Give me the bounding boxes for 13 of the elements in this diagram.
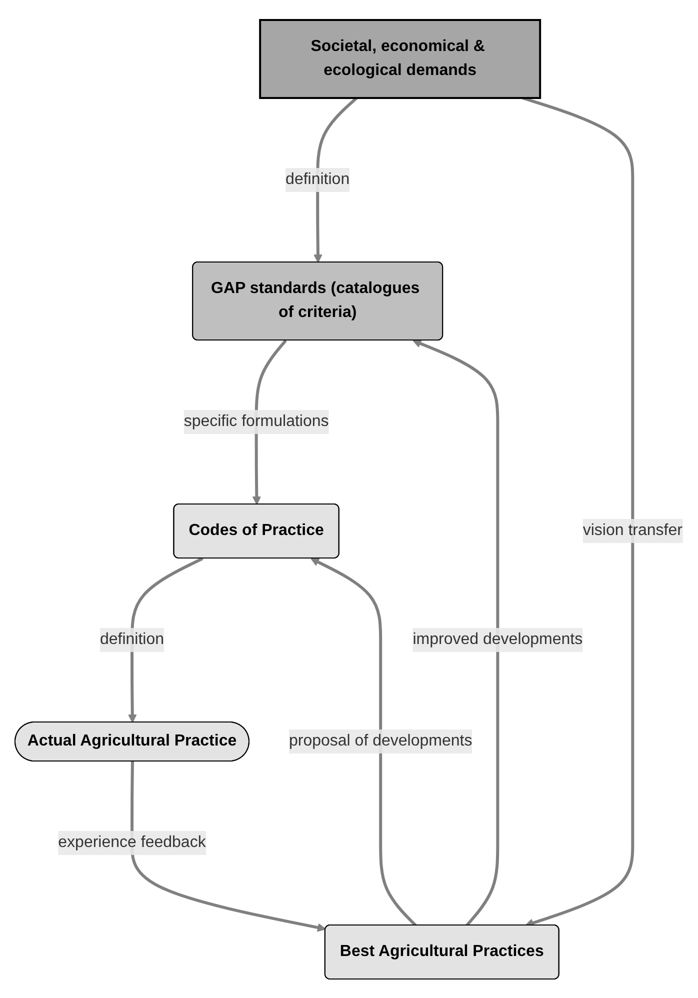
- arrow: [130, 760, 326, 932]
- edge-label: definition: [286, 170, 350, 188]
- edge-label: improved developments: [413, 630, 583, 648]
- arrow: [412, 338, 500, 926]
- node-box: Societal, economical & ecological demands: [259, 18, 542, 98]
- arrow: [128, 556, 204, 722]
- edge-label: definition: [100, 630, 164, 648]
- arrow: [314, 96, 358, 262]
- edge-label: vision transfer: [583, 521, 683, 538]
- arrow: [310, 558, 418, 926]
- edge-label: proposal of developments: [289, 732, 472, 749]
- edge-label: specific formulations: [184, 412, 330, 430]
- edge-label: experience feedback: [58, 833, 206, 850]
